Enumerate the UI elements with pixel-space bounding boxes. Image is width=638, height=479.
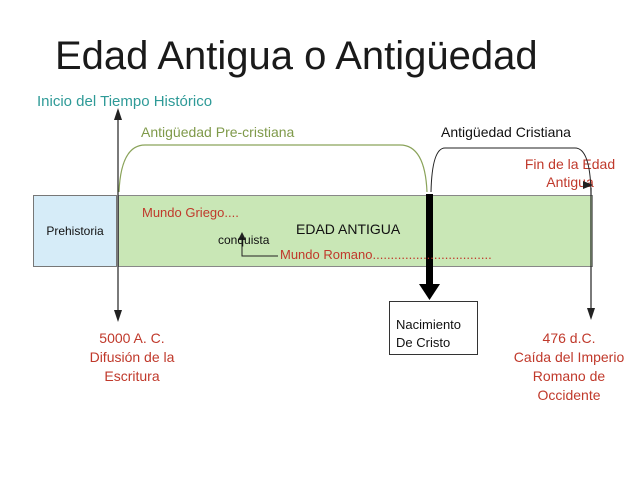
precristiana-label: Antigüedad Pre-cristiana <box>141 124 295 140</box>
inicio-arrow-down <box>114 310 122 322</box>
fin-arrow-down <box>587 308 595 320</box>
nacimiento-line1: Nacimiento <box>396 317 462 332</box>
conquista-arrow <box>241 236 278 257</box>
conquista-arrow-head <box>238 232 246 240</box>
fin-label-arrow <box>583 181 593 189</box>
start-date: 5000 A. C. <box>99 330 165 346</box>
cristiana-brace <box>430 147 592 193</box>
end-desc-line2: Caída del Imperio <box>513 349 625 365</box>
mundo-romano-label: Mundo Romano............................… <box>280 247 492 262</box>
prehistoria-label: Prehistoria <box>46 224 104 238</box>
nacimiento-line2: De Cristo <box>396 335 451 350</box>
end-desc-line3: Romano de <box>532 368 606 384</box>
fin-label-line1: Fin de la Edad <box>524 156 616 172</box>
nacimiento-arrow-head <box>419 284 440 300</box>
conquista-label: conquista <box>218 233 270 247</box>
fin-date-block: 476 d.C. Caída del Imperio Romano de Occ… <box>504 329 634 405</box>
page-title: Edad Antigua o Antigüedad <box>55 34 538 78</box>
mundo-griego-label: Mundo Griego.... <box>142 205 239 220</box>
precristiana-brace <box>118 144 428 193</box>
nacimiento-cristo-box: Nacimiento De Cristo <box>389 301 478 355</box>
start-desc-line3: Escritura <box>104 368 160 384</box>
fin-edad-antigua-label: Fin de la Edad Antigua <box>515 155 625 191</box>
edad-antigua-band <box>118 195 593 267</box>
inicio-label: Inicio del Tiempo Histórico <box>37 93 213 110</box>
inicio-arrow-up <box>114 108 122 120</box>
cristiana-label: Antigüedad Cristiana <box>441 124 571 140</box>
nacimiento-arrow-shaft <box>426 194 433 286</box>
inicio-date-block: 5000 A. C. Difusión de la Escritura <box>70 329 194 386</box>
end-date: 476 d.C. <box>542 330 596 346</box>
prehistoria-box: Prehistoria <box>33 195 117 267</box>
start-desc-line2: Difusión de la <box>89 349 175 365</box>
edad-antigua-label: EDAD ANTIGUA <box>296 221 401 237</box>
fin-label-line2: Antigua <box>546 174 594 190</box>
end-desc-line4: Occidente <box>537 387 601 403</box>
